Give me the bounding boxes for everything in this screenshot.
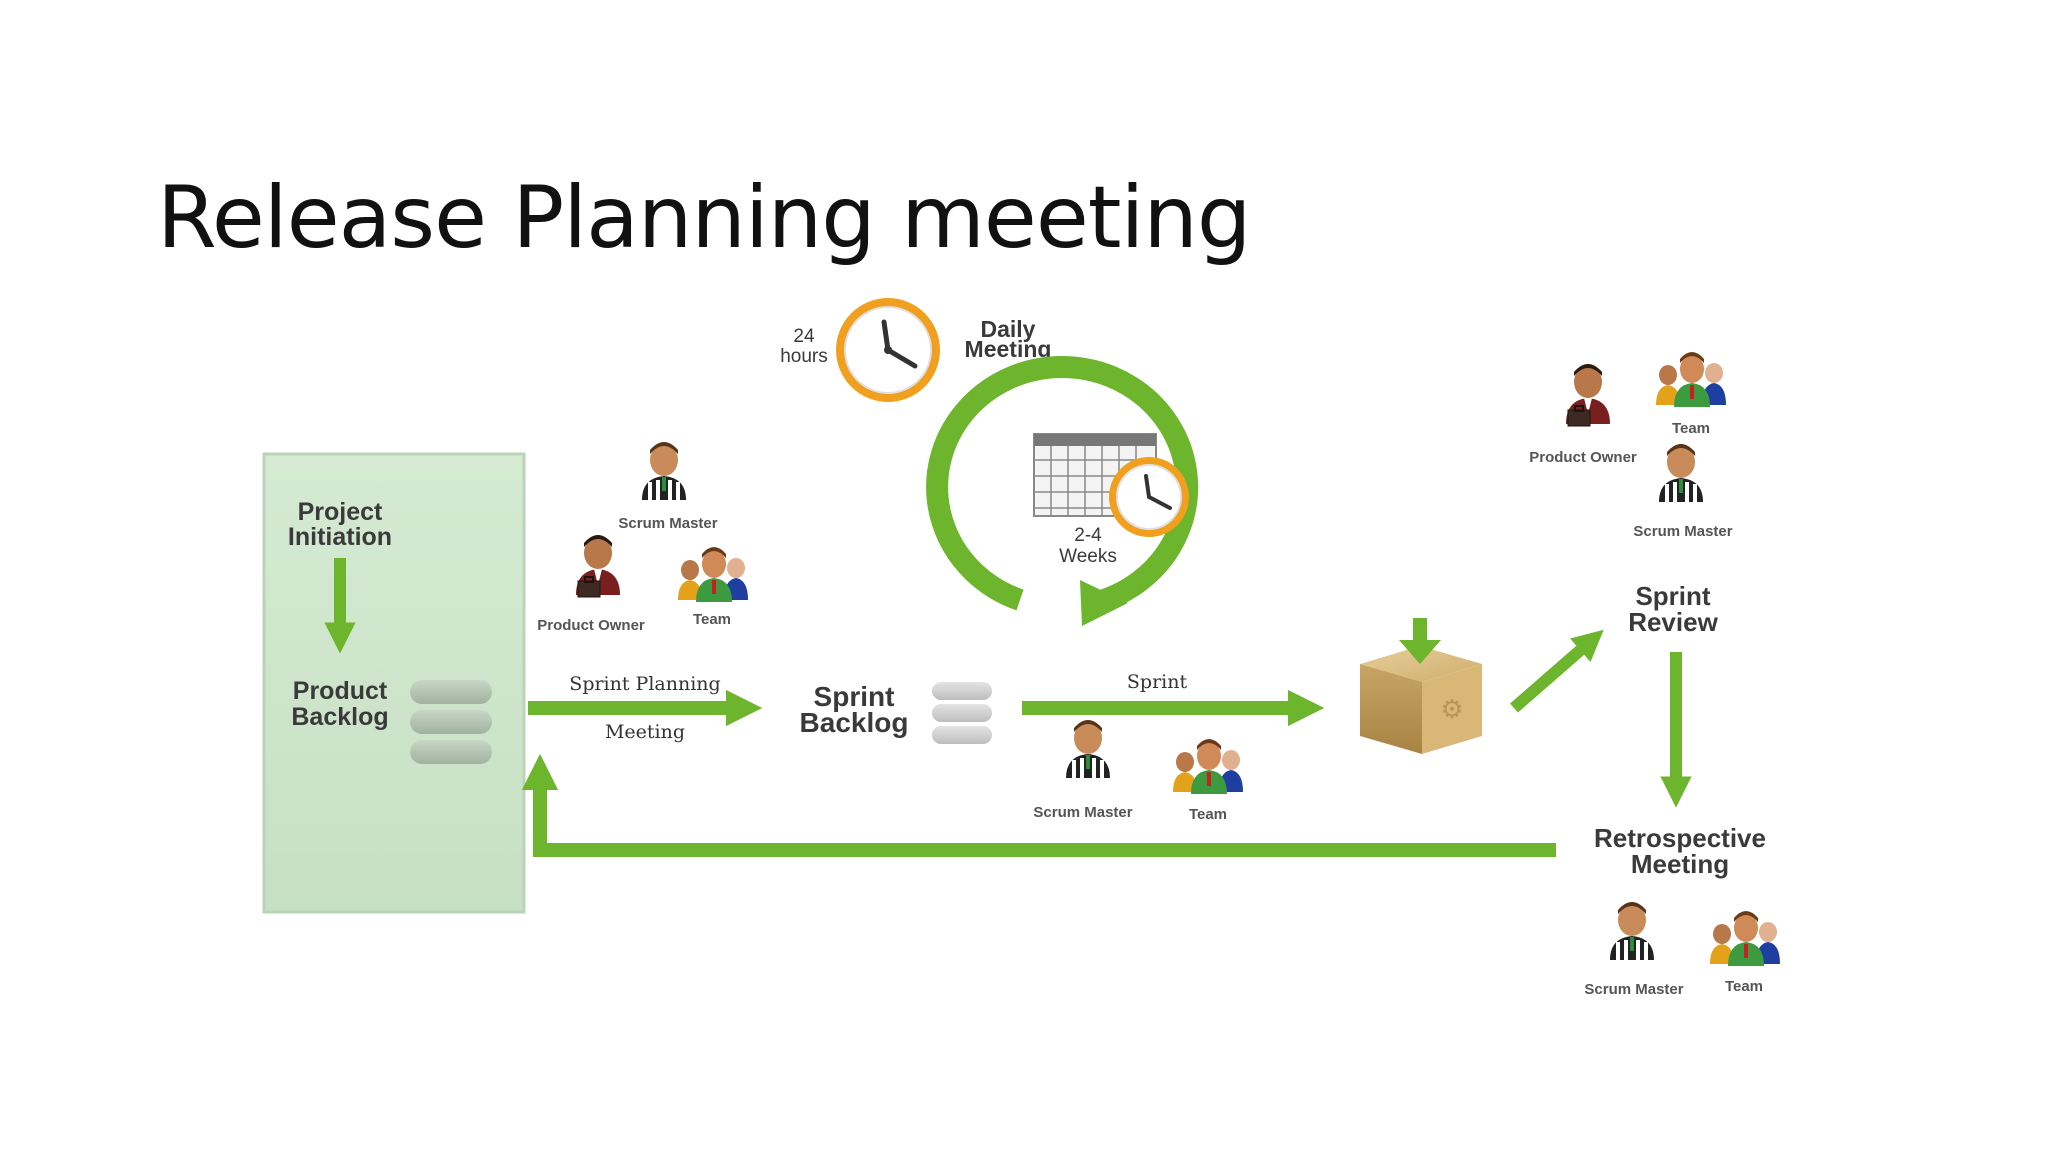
slide-title: Release Planning meeting [157, 168, 1251, 268]
hours-unit: hours [780, 346, 828, 367]
retro-scrum-master-avatar [1610, 902, 1654, 960]
daily-meeting-line1: Daily [981, 316, 1036, 342]
review-product-owner-avatar [1565, 363, 1611, 427]
review-team-avatar [1656, 352, 1726, 407]
feedback-loop-arrow [521, 753, 1556, 857]
svg-text:Product: Product [293, 677, 388, 705]
svg-text:Sprint: Sprint [814, 681, 895, 712]
to-review-arrow [1510, 629, 1604, 713]
sprint-backlog-line2: Backlog [800, 707, 909, 738]
hours-number: 24 [793, 326, 815, 347]
project-initiation-line2: Initiation [288, 523, 392, 551]
svg-text:Sprint Planning: Sprint Planning [569, 673, 720, 695]
sprint-team-label: Team [1189, 806, 1227, 823]
sprint-clock-icon [1109, 457, 1189, 537]
sprint-scrum-master-label: Scrum Master [1033, 804, 1132, 821]
retrospective-line2: Meeting [1631, 849, 1729, 879]
retro-team-avatar [1710, 911, 1780, 966]
daily-meeting-line2: Meeting [965, 336, 1052, 362]
team-label: Team [693, 611, 731, 628]
svg-text:⚙: ⚙ [1440, 695, 1463, 725]
retrospective-line1: Retrospective [1594, 823, 1766, 853]
scrum-master-label: Scrum Master [618, 515, 717, 532]
sprint-backlog-line1: Sprint [814, 681, 895, 712]
sprint-label: Sprint [1127, 671, 1188, 693]
product-increment-box-icon: ⚙ [1360, 618, 1482, 754]
svg-text:Initiation: Initiation [288, 523, 392, 551]
project-panel: Project Initiation Product Backlog [262, 452, 526, 914]
sprint-team-avatar [1173, 739, 1243, 794]
svg-text:Project: Project [298, 498, 383, 526]
sprint-scrum-master-avatar [1066, 720, 1110, 778]
product-owner-avatar [575, 534, 621, 598]
svg-text:Backlog: Backlog [800, 707, 909, 738]
scrum-master-avatar [642, 442, 686, 500]
review-scrum-master-avatar [1659, 444, 1703, 502]
product-backlog-stack-icon [410, 680, 492, 764]
sprint-backlog-stack-icon [932, 682, 992, 744]
daily-clock-icon [836, 298, 940, 402]
svg-text:Backlog: Backlog [291, 703, 388, 731]
weeks-number: 2-4 [1074, 525, 1102, 546]
review-team-label: Team [1672, 420, 1710, 437]
retro-team-label: Team [1725, 978, 1763, 995]
product-backlog-line1: Product [293, 677, 388, 705]
product-owner-label: Product Owner [537, 617, 645, 634]
sprint-planning-label-line1: Sprint Planning [569, 673, 720, 695]
retro-scrum-master-label: Scrum Master [1584, 981, 1683, 998]
review-scrum-master-label: Scrum Master [1633, 523, 1732, 540]
sprint-cycle-loop-icon [926, 356, 1199, 626]
svg-text:Meeting: Meeting [605, 721, 685, 743]
team-avatar [678, 547, 748, 602]
sprint-review-line1: Sprint [1635, 581, 1710, 611]
weeks-unit: Weeks [1059, 546, 1117, 567]
review-product-owner-label: Product Owner [1529, 449, 1637, 466]
project-initiation-line1: Project [298, 498, 383, 526]
product-backlog-line2: Backlog [291, 703, 388, 731]
sprint-review-line2: Review [1628, 607, 1718, 637]
sprint-planning-label-line2: Meeting [605, 721, 685, 743]
